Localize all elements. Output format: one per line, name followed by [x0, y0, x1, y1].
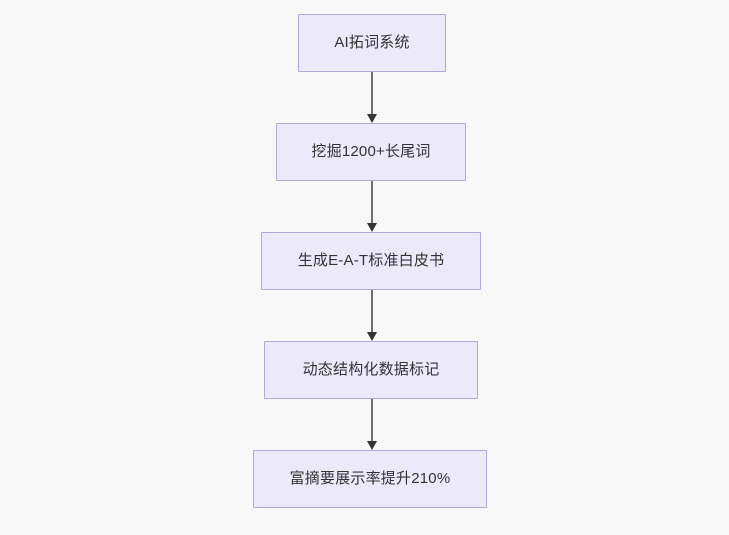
flow-node-2[interactable]: 挖掘1200+长尾词	[276, 123, 466, 181]
flow-edge-2-arrowhead	[367, 223, 377, 232]
flow-node-3-label: 生成E-A-T标准白皮书	[297, 252, 445, 269]
flow-edge-2-line	[371, 181, 373, 224]
flow-edge-3-line	[371, 290, 373, 333]
flow-node-5[interactable]: 富摘要展示率提升210%	[253, 450, 487, 508]
flow-edge-1-line	[371, 72, 373, 115]
flow-node-4-label: 动态结构化数据标记	[302, 361, 440, 378]
flow-node-4[interactable]: 动态结构化数据标记	[264, 341, 478, 399]
flow-node-5-label: 富摘要展示率提升210%	[289, 470, 451, 487]
flow-node-3[interactable]: 生成E-A-T标准白皮书	[261, 232, 481, 290]
flow-edge-4-line	[371, 399, 373, 442]
flow-edge-3-arrowhead	[367, 332, 377, 341]
flow-node-1-label: AI拓词系统	[334, 34, 410, 51]
flow-edge-4-arrowhead	[367, 441, 377, 450]
flow-node-1[interactable]: AI拓词系统	[298, 14, 446, 72]
flow-edge-1-arrowhead	[367, 114, 377, 123]
flow-node-2-label: 挖掘1200+长尾词	[311, 143, 431, 160]
